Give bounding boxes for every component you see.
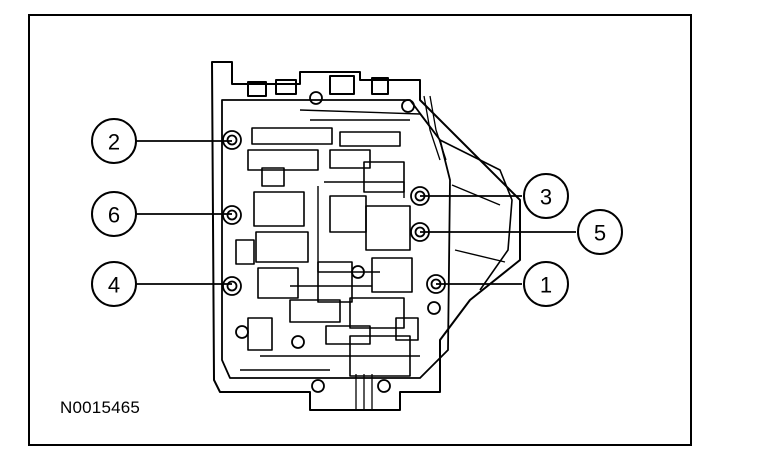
callout-5-label: 5 <box>594 221 606 246</box>
callout-3-circle <box>523 173 569 219</box>
callout-2-label: 2 <box>108 130 120 155</box>
callout-1-label: 1 <box>540 273 552 298</box>
valve-body-outline <box>211 61 521 411</box>
callout-5-circle <box>577 209 623 255</box>
callout-2-circle <box>91 118 137 164</box>
callout-6-label: 6 <box>108 203 120 228</box>
callout-4-circle <box>91 261 137 307</box>
figure-code: N0015465 <box>60 398 141 417</box>
callout-1-circle <box>523 261 569 307</box>
callout-6-circle <box>91 191 137 237</box>
callout-3-label: 3 <box>540 185 552 210</box>
callout-4-label: 4 <box>108 273 120 298</box>
